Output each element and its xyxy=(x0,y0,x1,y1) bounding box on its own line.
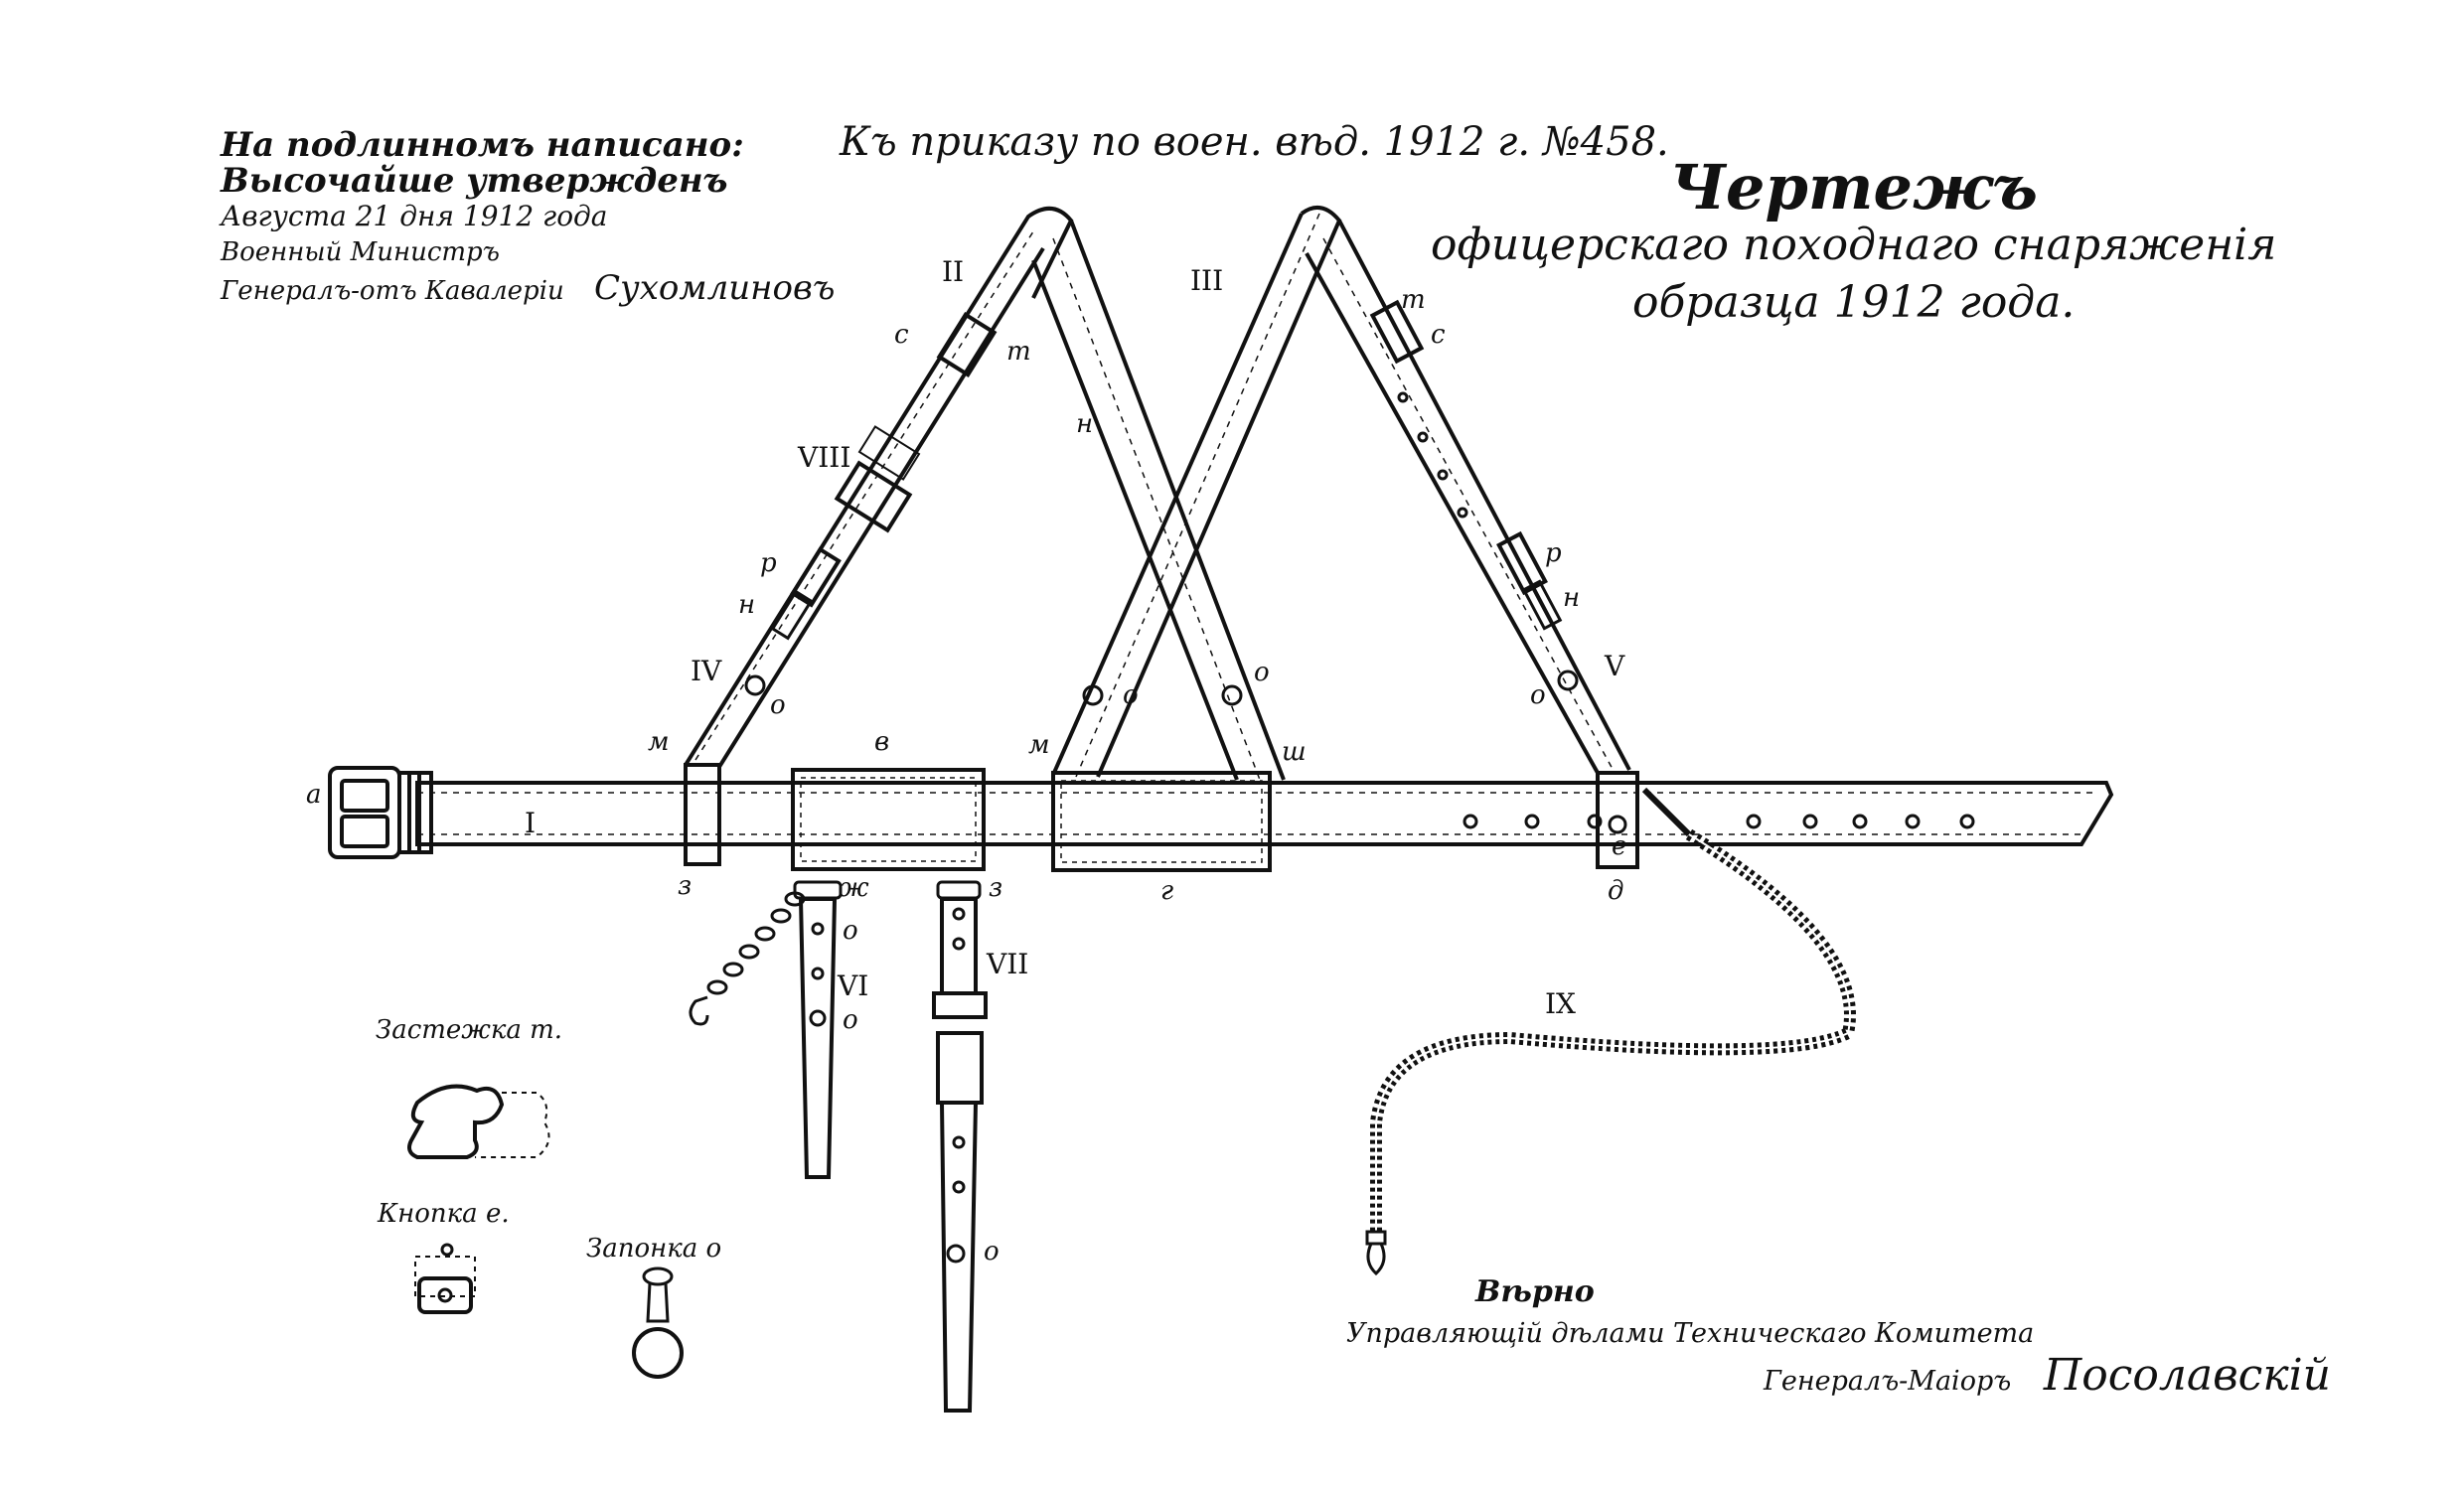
label-IX: IX xyxy=(1545,987,1576,1020)
label-zh: ж xyxy=(840,873,869,903)
label-II: II xyxy=(942,255,964,288)
label-d: д xyxy=(1608,876,1623,906)
belt-loop-z xyxy=(684,763,721,866)
approval-line-1: На подлинномъ написано: xyxy=(221,125,744,165)
approval-note: На подлинномъ написано: Высочайше утверж… xyxy=(221,127,835,309)
label-z-right: з xyxy=(989,873,1002,903)
stud-label: Запонка о xyxy=(586,1234,721,1264)
label-n-cross: н xyxy=(1076,409,1093,439)
clasp-detail xyxy=(407,1084,550,1159)
clasp-label: Застежка т. xyxy=(376,1015,562,1045)
label-a: а xyxy=(306,780,322,810)
order-reference: Къ приказу по воен. вѣд. 1912 г. №458. xyxy=(840,119,1669,165)
label-n-right: н xyxy=(1563,583,1580,613)
back-pad-g xyxy=(1051,771,1272,872)
label-v: в xyxy=(874,727,889,757)
button-detail xyxy=(414,1243,476,1314)
label-IV: IV xyxy=(691,655,722,687)
label-o-cross2: о xyxy=(1254,658,1270,687)
minister-title: Военный Министръ xyxy=(221,237,501,267)
label-s-left: с xyxy=(894,320,909,350)
label-p-left: р xyxy=(760,548,777,578)
label-z-left: з xyxy=(678,871,692,901)
shoulder-strap-III xyxy=(1051,205,1342,778)
label-g: г xyxy=(1160,876,1173,906)
drawing-title: Чертежъ офицерскаго походнаго снаряженiя… xyxy=(1431,151,2277,332)
label-VII: VII xyxy=(986,948,1028,980)
label-t-left: т xyxy=(1006,337,1031,367)
button-label: Кнопка е. xyxy=(377,1199,510,1229)
label-III: III xyxy=(1190,264,1223,297)
chain xyxy=(689,891,806,1026)
label-V: V xyxy=(1604,650,1625,682)
certification-rank-line: Генералъ-Маiоръ Посолавскiй xyxy=(1346,1354,2331,1403)
shoulder-strap-II-long xyxy=(1031,220,1286,781)
certification-signature: Посолавскiй xyxy=(2043,1350,2332,1401)
label-I: I xyxy=(525,807,536,839)
label-t-right: т xyxy=(1401,285,1426,315)
label-e: е xyxy=(1612,831,1626,861)
approval-date: Августа 21 дня 1912 года xyxy=(221,200,608,232)
label-o-right: о xyxy=(1530,680,1546,710)
certification-rank: Генералъ-Маiоръ xyxy=(1764,1366,2012,1397)
label-m-left: м xyxy=(648,727,670,757)
label-o-left: о xyxy=(770,690,786,720)
certification-verno: Вѣрно xyxy=(1475,1274,1595,1309)
label-o-vi2: о xyxy=(843,1005,858,1035)
frog-v xyxy=(791,768,986,871)
stud-detail xyxy=(632,1266,684,1379)
title-line-3: образца 1912 года. xyxy=(1631,277,2076,328)
belt-buckle xyxy=(328,766,433,859)
certification-block: Вѣрно Управляющiй дѣлами Техническаго Ко… xyxy=(1346,1271,2331,1403)
label-n-left: н xyxy=(738,590,755,620)
label-o-vii: о xyxy=(984,1237,1000,1266)
label-m-center: м xyxy=(1028,730,1050,760)
sword-strap-VI xyxy=(793,880,843,1179)
button-e-on-belt xyxy=(1608,815,1627,834)
shoulder-strap-V xyxy=(1305,220,1631,774)
shoulder-strap-II xyxy=(684,207,1074,769)
minister-rank: Генералъ-отъ Кавалерiи Сухомлиновъ xyxy=(221,270,835,309)
lanyard-IX xyxy=(1365,787,1856,1276)
approval-line-2: Высочайше утвержденъ xyxy=(221,161,728,201)
title-line-1: Чертежъ xyxy=(1669,151,2038,224)
label-p-right: р xyxy=(1545,538,1562,568)
waist-belt xyxy=(415,781,2114,846)
sword-strap-VII xyxy=(932,880,988,1413)
label-VI: VI xyxy=(837,969,868,1002)
belt-holes xyxy=(1463,814,1975,829)
label-s-right: с xyxy=(1431,320,1446,350)
belt-loop-d xyxy=(1596,771,1639,869)
minister-name: Сухомлиновъ xyxy=(594,268,836,308)
label-o-cross1: о xyxy=(1123,680,1139,710)
label-sh: ш xyxy=(1282,737,1307,767)
label-VIII: VIII xyxy=(797,441,850,474)
label-o-vi1: о xyxy=(843,916,858,946)
minister-rank-text: Генералъ-отъ Кавалерiи xyxy=(221,276,564,306)
strap-holes xyxy=(1397,391,1468,519)
title-line-2: офицерскаго походнаго снаряженiя xyxy=(1431,220,2277,270)
certification-position: Управляющiй дѣлами Техническаго Комитета xyxy=(1346,1318,2035,1349)
